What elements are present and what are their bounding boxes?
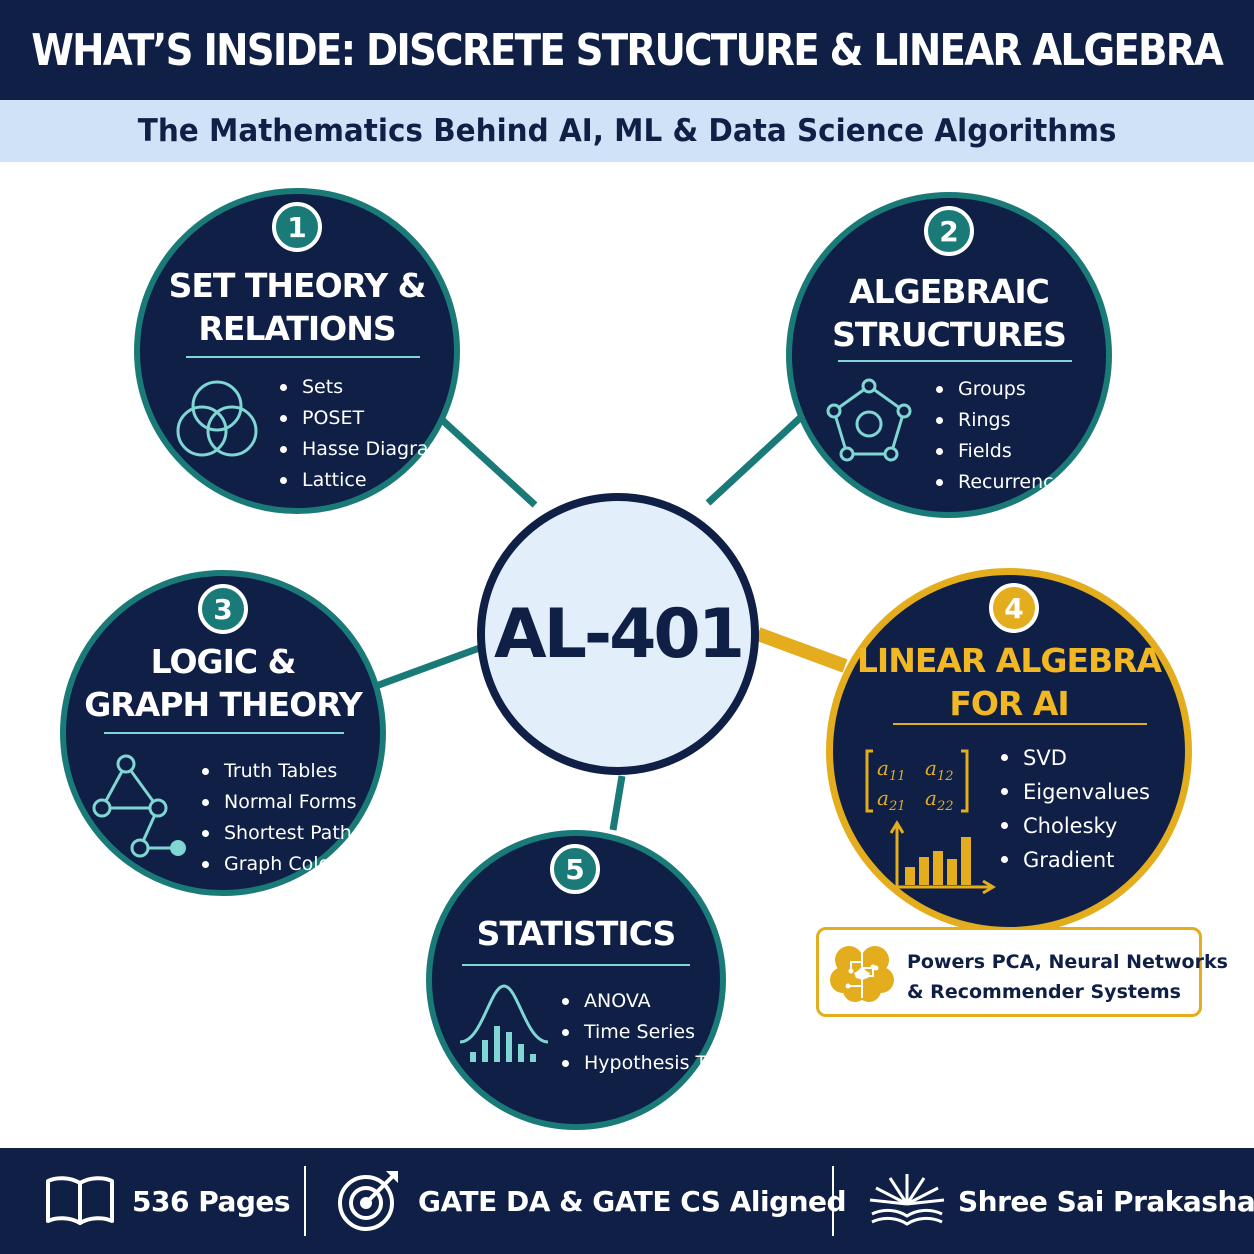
connector-5 [609,775,626,831]
topic-divider [104,732,344,734]
list-item: Normal Forms [202,787,379,818]
topic-title: STATISTICS [432,912,720,955]
page-subtitle: The Mathematics Behind AI, ML & Data Sci… [137,113,1117,149]
topic-title: ALGEBRAIC STRUCTURES [792,270,1106,356]
topic-divider [893,723,1147,725]
callout-text: Powers PCA, Neural Networks & Recommende… [907,947,1228,1007]
matrix-entry: a12 [925,756,953,784]
topic-divider [186,356,420,358]
page-title: WHAT’S INSIDE: DISCRETE STRUCTURE & LINE… [31,24,1225,76]
topic-title-line: STATISTICS [476,914,677,953]
footer-publisher: Shree Sai Prakashan [868,1148,1254,1254]
list-item: Lattice [280,465,457,496]
topic-divider [838,360,1072,362]
topic-number-badge: 2 [924,206,974,256]
topic-number-badge: 3 [198,584,248,634]
list-item: Fields [936,436,1065,467]
list-item: Gradient [1001,843,1150,877]
topic-linear-algebra: 4 LINEAR ALGEBRA FOR AI a11 a12 a21 a22 [826,568,1192,934]
list-item: Graph Colouring [202,849,379,880]
topic-divider [462,964,690,966]
topic-bullet-list: SVD Eigenvalues Cholesky Gradient [1001,741,1150,877]
matrix-entry: a22 [925,786,953,814]
topic-logic-graph-theory: 3 LOGIC & GRAPH THEORY Truth Tables Norm… [60,570,386,896]
venn-diagram-icon [176,380,258,457]
topic-bullet-list: ANOVA Time Series Hypothesis Testing [562,986,762,1079]
footer-pages: 536 Pages [44,1148,291,1254]
matrix-entry: a11 [877,756,905,784]
list-item: POSET [280,403,457,434]
list-item: Groups [936,374,1065,405]
list-item: SVD [1001,741,1150,775]
ai-applications-callout: Powers PCA, Neural Networks & Recommende… [816,927,1228,1017]
connector-3 [374,642,487,690]
graph-nodes-icon [92,754,186,858]
target-icon [338,1171,398,1231]
list-item: ANOVA [562,986,762,1017]
topic-title: LINEAR ALGEBRA FOR AI [833,639,1185,725]
topic-title-line: LOGIC & [150,642,297,681]
connector-1 [437,415,538,508]
matrix-chart-icon: a11 a12 a21 a22 [865,749,996,895]
footer-divider [832,1166,834,1236]
list-item: Time Series [562,1017,762,1048]
list-item: Recurrence [936,467,1065,498]
topic-bullet-list: Sets POSET Hasse Diagrams Lattice [280,372,457,496]
matrix-entry: a21 [877,786,905,814]
book-icon [46,1176,114,1225]
topic-title-line: LINEAR ALGEBRA [856,641,1162,680]
list-item: Cholesky [1001,809,1150,843]
topic-number-badge: 5 [550,844,600,894]
header-banner: WHAT’S INSIDE: DISCRETE STRUCTURE & LINE… [0,0,1254,100]
topic-set-theory: 1 SET THEORY & RELATIONS Sets POSET Hass… [134,188,460,514]
footer-exam-alignment: GATE DA & GATE CS Aligned [334,1148,847,1254]
connector-2 [705,415,803,506]
list-item: Rings [936,405,1065,436]
list-item: Shortest Path [202,818,379,849]
topic-number-badge: 1 [272,202,322,252]
publisher-logo-icon [869,1174,945,1226]
bell-curve-icon [459,984,549,1062]
list-item: Truth Tables [202,756,379,787]
topic-title-line: STRUCTURES [832,315,1067,354]
topic-number-badge: 4 [989,583,1039,633]
list-item: Hypothesis Testing [562,1048,762,1079]
callout-line: & Recommender Systems [907,981,1181,1003]
list-item: Eigenvalues [1001,775,1150,809]
list-item: Hasse Diagrams [280,434,457,465]
footer-exam-text: GATE DA & GATE CS Aligned [418,1184,847,1218]
footer-publisher-text: Shree Sai Prakashan [958,1184,1254,1218]
course-code: AL-401 [493,594,745,674]
footer-bar: 536 Pages GATE DA & GATE CS Aligned Shre… [0,1148,1254,1254]
footer-pages-text: 536 Pages [132,1184,291,1218]
subheader-banner: The Mathematics Behind AI, ML & Data Sci… [0,100,1254,162]
footer-divider [304,1166,306,1236]
topic-title-line: GRAPH THEORY [84,685,363,724]
center-hub: AL-401 [477,493,759,775]
topic-bullet-list: Groups Rings Fields Recurrence [936,374,1065,498]
topic-title-line: ALGEBRAIC [849,272,1050,311]
topic-title-line: RELATIONS [198,309,396,348]
topic-title: SET THEORY & RELATIONS [140,264,454,350]
list-item: Sets [280,372,457,403]
connector-4 [755,627,848,673]
topic-title: LOGIC & GRAPH THEORY [66,640,380,726]
topic-algebraic-structures: 2 ALGEBRAIC STRUCTURES Groups Rings Fiel… [786,192,1112,518]
callout-line: Powers PCA, Neural Networks [907,951,1228,973]
brain-circuit-icon [830,946,894,1002]
topic-bullet-list: Truth Tables Normal Forms Shortest Path … [202,756,379,880]
pentagon-network-icon [826,378,912,462]
topic-title-line: FOR AI [949,684,1069,723]
topic-title-line: SET THEORY & [168,266,427,305]
topic-statistics: 5 STATISTICS ANOVA Time Series Hypothesi… [426,830,762,1130]
